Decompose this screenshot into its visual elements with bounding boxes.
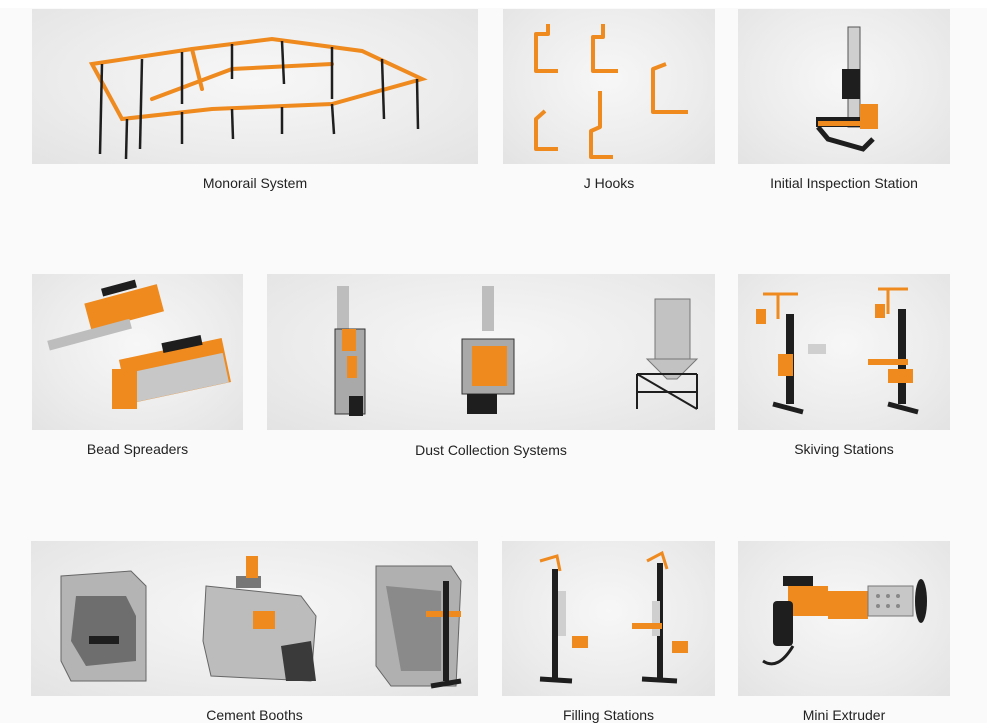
product-card-cement-booths[interactable]: Cement Booths: [31, 541, 478, 723]
product-label-filling[interactable]: Filling Stations: [562, 707, 655, 723]
bead-spreader-icon: [47, 279, 231, 409]
product-label-cement-booths[interactable]: Cement Booths: [206, 707, 303, 723]
cement-booth-icon: [60, 556, 462, 689]
product-image-monorail[interactable]: [32, 9, 478, 164]
product-image-skiving[interactable]: [738, 274, 950, 430]
product-label-j-hooks[interactable]: J Hooks: [583, 175, 635, 191]
product-image-mini-extruder[interactable]: [738, 541, 950, 696]
product-label-dust-collection[interactable]: Dust Collection Systems: [415, 442, 567, 458]
dust-collector-icon: [334, 286, 699, 416]
product-image-dust-collection[interactable]: [267, 274, 715, 430]
monorail-icon: [88, 36, 428, 160]
product-label-monorail[interactable]: Monorail System: [202, 175, 308, 191]
product-label-skiving[interactable]: Skiving Stations: [794, 441, 894, 457]
product-card-dust-collection[interactable]: Dust Collection Systems: [267, 274, 715, 460]
product-card-skiving[interactable]: Skiving Stations: [738, 274, 950, 460]
filling-station-icon: [539, 550, 688, 684]
product-card-inspection[interactable]: Initial Inspection Station: [738, 9, 950, 194]
product-image-inspection[interactable]: [738, 9, 950, 164]
skiving-station-icon: [756, 287, 919, 415]
product-card-mini-extruder[interactable]: Mini Extruder: [738, 541, 950, 723]
product-image-bead-spreaders[interactable]: [32, 274, 243, 430]
page-top-bar: [0, 0, 987, 8]
product-card-monorail[interactable]: Monorail System: [32, 9, 478, 194]
product-image-filling[interactable]: [502, 541, 715, 696]
product-image-cement-booths[interactable]: [31, 541, 478, 696]
inspection-station-icon: [816, 26, 878, 152]
mini-extruder-icon: [762, 576, 927, 666]
product-card-j-hooks[interactable]: J Hooks: [503, 9, 715, 194]
j-hooks-icon: [534, 24, 688, 159]
product-label-mini-extruder[interactable]: Mini Extruder: [802, 707, 886, 723]
product-label-inspection[interactable]: Initial Inspection Station: [770, 175, 918, 191]
product-image-j-hooks[interactable]: [503, 9, 715, 164]
product-label-bead-spreaders[interactable]: Bead Spreaders: [86, 441, 189, 457]
product-card-bead-spreaders[interactable]: Bead Spreaders: [32, 274, 243, 460]
product-card-filling[interactable]: Filling Stations: [502, 541, 715, 723]
